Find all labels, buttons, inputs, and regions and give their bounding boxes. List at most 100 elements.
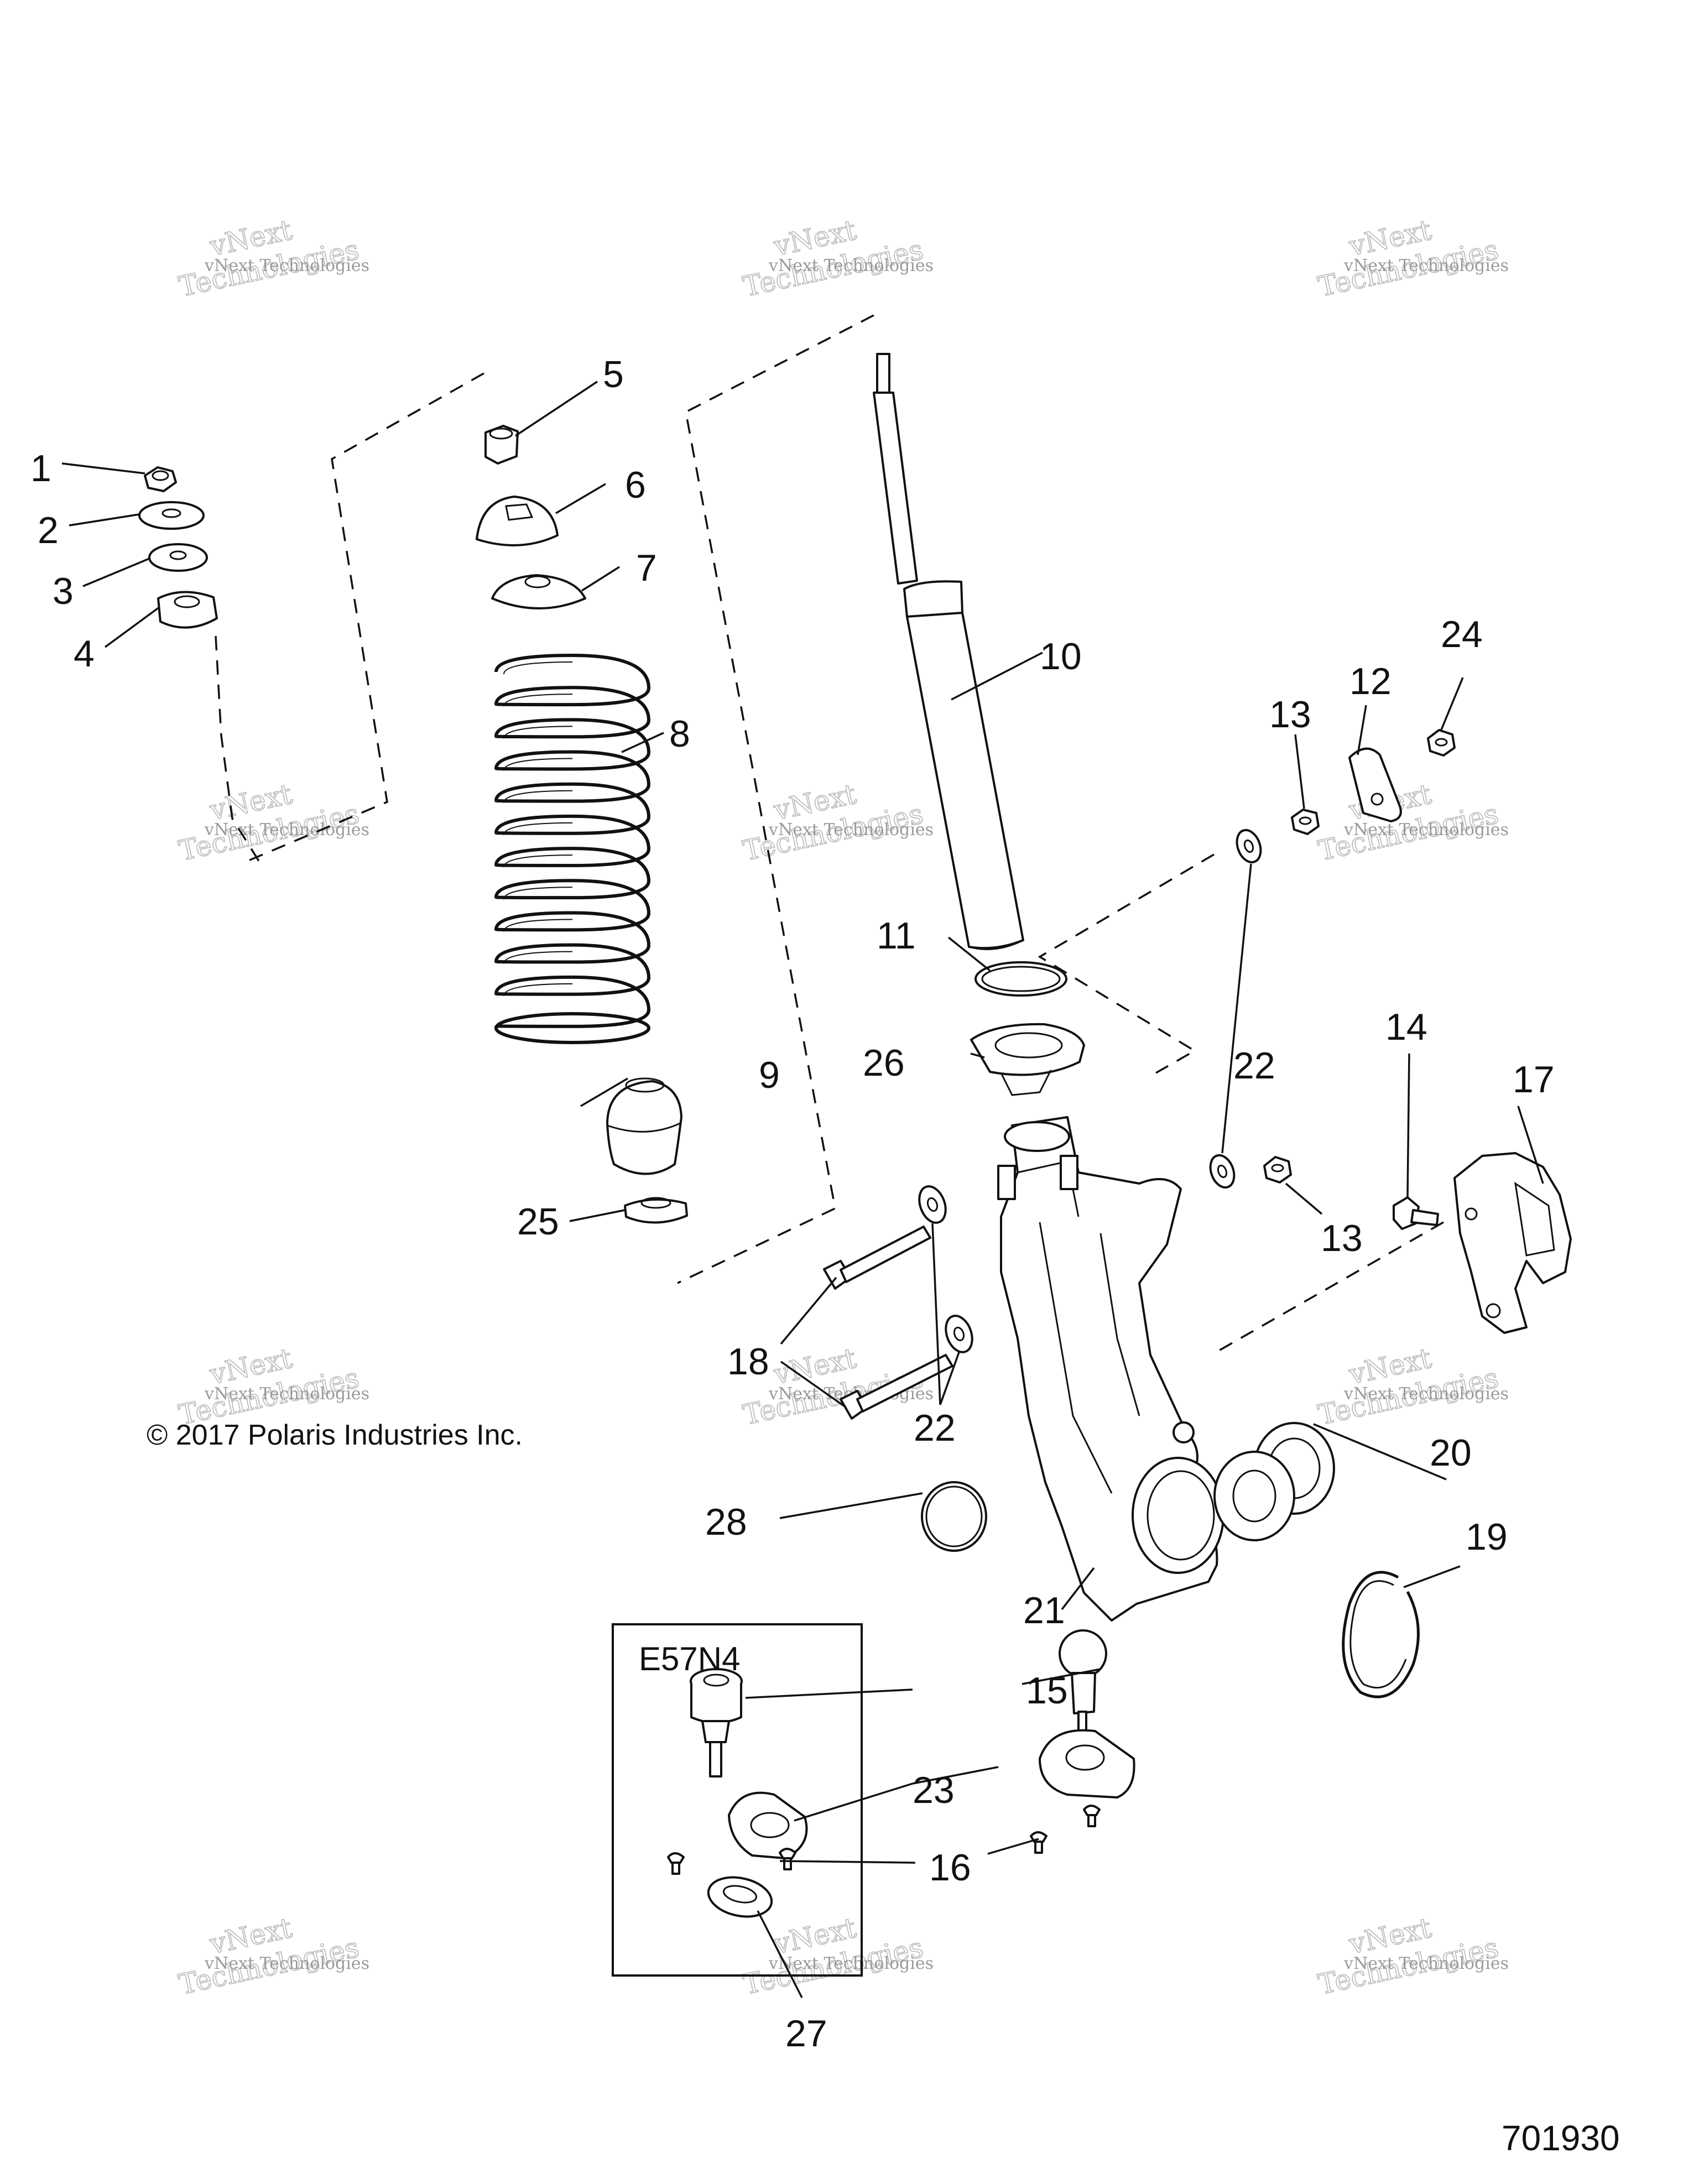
callout-5[interactable]: 5	[603, 353, 624, 395]
spring-coil-inner	[503, 726, 573, 739]
assembly-guides	[215, 314, 1444, 1356]
spring-coil	[494, 782, 651, 835]
spring-coil-inner	[503, 758, 573, 771]
callout-23[interactable]: 23	[913, 1769, 955, 1811]
watermark-small: vNext Technologies	[204, 820, 369, 840]
part-21-steering-knuckle	[997, 1116, 1224, 1622]
spring-coil-inner	[503, 887, 573, 900]
callout-layer: 1 2 3 4 5 6 7 8 9 10 11 12 13 13 14 15 1…	[30, 353, 1555, 2055]
callout-6[interactable]: 6	[625, 464, 646, 506]
callout-9[interactable]: 9	[759, 1054, 780, 1096]
part-19-retaining-ring	[1342, 1571, 1420, 1698]
callout-8[interactable]: 8	[669, 713, 690, 755]
watermark-small: vNext Technologies	[204, 1384, 369, 1404]
callout-1[interactable]: 1	[30, 447, 51, 489]
part-3-washer	[148, 543, 208, 572]
spring-coil	[494, 911, 651, 964]
spring-coil	[494, 847, 651, 900]
spring-coil	[494, 718, 651, 771]
part-26-retainer	[970, 1023, 1085, 1096]
guide-strut	[677, 314, 874, 1284]
part-17-brake-caliper	[1453, 1152, 1572, 1334]
part-22-washers-left	[918, 1185, 973, 1353]
watermark-small: vNext Technologies	[1343, 256, 1509, 275]
callout-27[interactable]: 27	[785, 2013, 827, 2055]
callout-7[interactable]: 7	[636, 547, 657, 589]
kit-box: E57N4	[612, 1623, 863, 1977]
spring-coil-inner	[503, 951, 573, 964]
watermark-small: vNext Technologies	[1343, 1954, 1509, 1973]
callout-3[interactable]: 3	[53, 570, 74, 612]
callout-24[interactable]: 24	[1441, 613, 1483, 655]
callout-4[interactable]: 4	[74, 633, 95, 675]
part-1-nut	[144, 466, 177, 492]
part-10-shock-absorber	[873, 353, 1024, 950]
callout-14[interactable]: 14	[1385, 1006, 1427, 1048]
kit-part-23-plate	[728, 1791, 808, 1859]
callout-19[interactable]: 19	[1466, 1516, 1508, 1558]
part-20-wheel-bearing	[1213, 1422, 1335, 1541]
part-25-washer	[624, 1197, 688, 1224]
watermark-small: vNext Technologies	[768, 256, 934, 275]
spring-coil	[494, 943, 651, 996]
callout-2[interactable]: 2	[38, 509, 59, 551]
spring-coil	[494, 814, 651, 868]
spring-coil	[494, 975, 651, 1028]
guide-washer-stack	[215, 635, 261, 863]
callout-10[interactable]: 10	[1040, 635, 1082, 677]
part-13-nuts	[1263, 809, 1320, 1184]
callout-15[interactable]: 15	[1026, 1670, 1068, 1712]
leader-lines	[61, 380, 1544, 1998]
spring-coil	[494, 750, 651, 803]
kit-part-27-seal	[707, 1876, 773, 1918]
spring-coil-inner	[503, 822, 573, 836]
guide-upright-bolt	[1038, 853, 1215, 1074]
callout-12[interactable]: 12	[1349, 660, 1391, 702]
spring-base-coil	[494, 1012, 650, 1044]
part-11-seal-ring	[974, 961, 1067, 997]
watermark-small: vNext Technologies	[204, 1954, 369, 1973]
callout-22-left[interactable]: 22	[914, 1407, 956, 1449]
part-4-bushing	[157, 591, 218, 629]
part-7-spring-seat	[491, 574, 586, 609]
part-22-washers-right	[1209, 828, 1262, 1189]
callout-11[interactable]: 11	[877, 915, 916, 957]
callout-17[interactable]: 17	[1513, 1059, 1555, 1101]
callout-25[interactable]: 25	[517, 1201, 559, 1243]
callout-18[interactable]: 18	[727, 1341, 769, 1383]
guide-caliper	[1211, 1221, 1444, 1356]
callout-28[interactable]: 28	[705, 1501, 747, 1543]
spring-coil	[494, 653, 651, 707]
watermark-small: vNext Technologies	[1343, 1384, 1509, 1404]
part-16-screws	[1030, 1805, 1101, 1854]
part-24-nut	[1427, 729, 1456, 757]
callout-20[interactable]: 20	[1430, 1432, 1472, 1474]
spring-coil	[494, 879, 651, 932]
callout-26[interactable]: 26	[863, 1042, 905, 1084]
callout-21[interactable]: 21	[1023, 1589, 1065, 1632]
diagram-number: 701930	[1502, 2118, 1620, 2158]
part-2-washer	[138, 501, 205, 530]
part-23-mounting-plate	[1039, 1729, 1135, 1799]
callout-22-right[interactable]: 22	[1233, 1045, 1275, 1087]
callout-16[interactable]: 16	[929, 1847, 971, 1889]
kit-part-15-ball-joint	[690, 1668, 743, 1778]
callout-13-lower[interactable]: 13	[1321, 1217, 1363, 1259]
spring-coil-inner	[503, 854, 573, 868]
part-14-bolt	[1393, 1196, 1439, 1230]
spring-coil-inner	[503, 983, 573, 997]
callout-13-upper[interactable]: 13	[1269, 694, 1311, 736]
part-5-nut	[484, 425, 519, 465]
part-8-coil-spring	[494, 653, 651, 1044]
part-12-clip	[1348, 747, 1402, 822]
